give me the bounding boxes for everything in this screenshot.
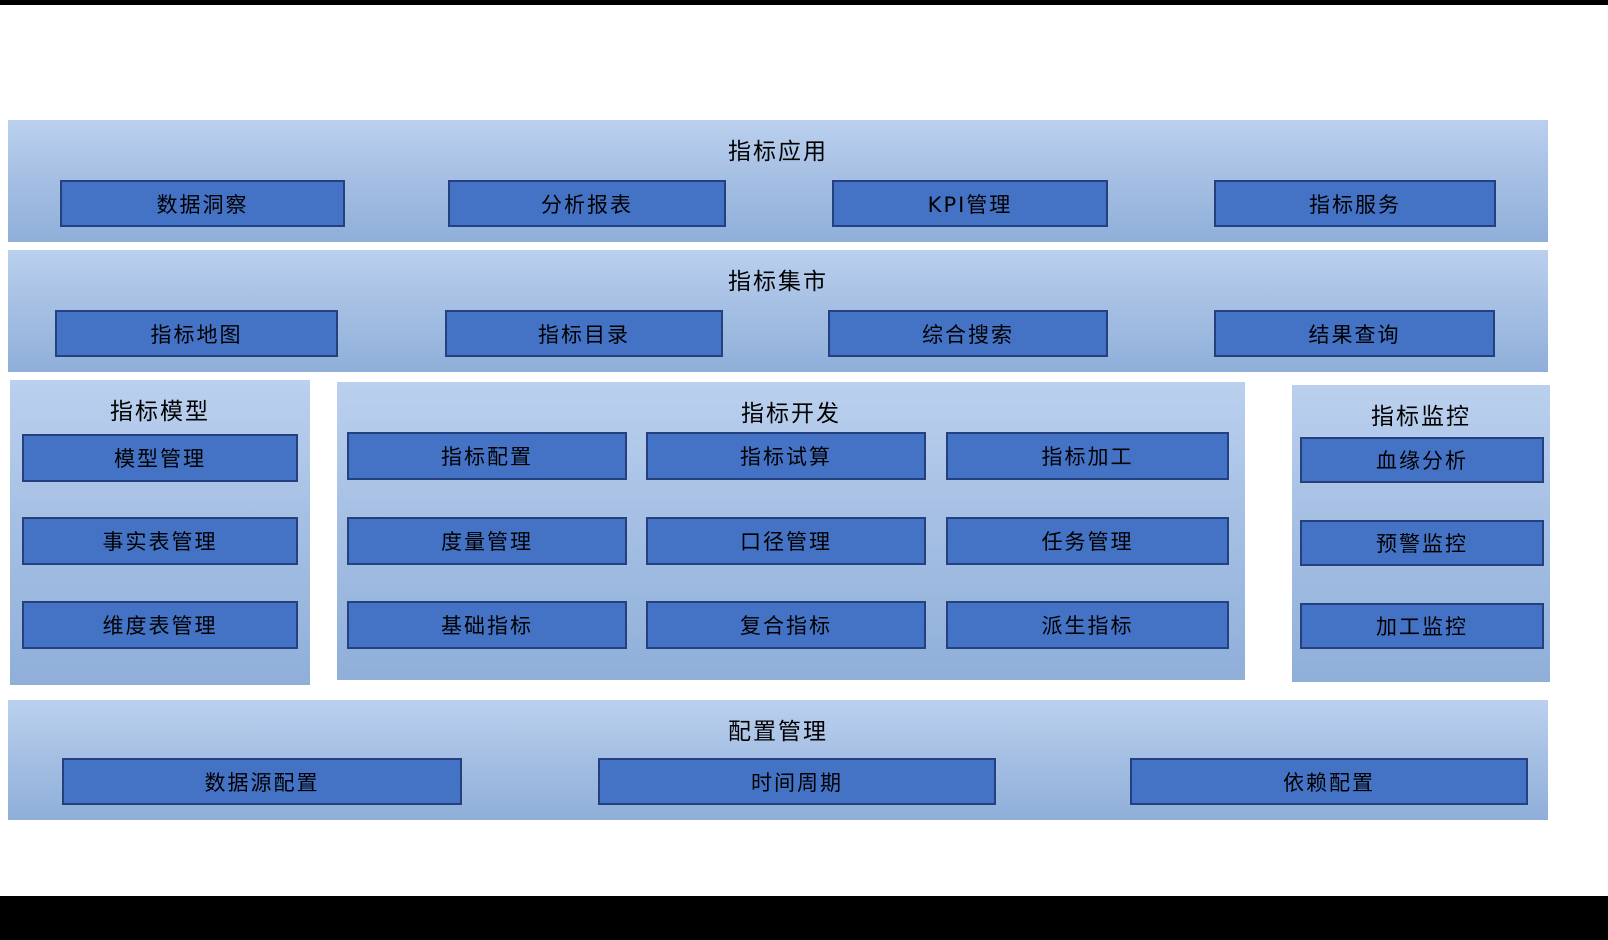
item-derived-indicator: 派生指标 xyxy=(946,601,1229,649)
section-indicator-model: 指标模型 模型管理 事实表管理 维度表管理 xyxy=(10,380,310,685)
item-alert-monitoring: 预警监控 xyxy=(1300,520,1544,566)
section-indicator-development: 指标开发 指标配置 指标试算 指标加工 度量管理 口径管理 任务管理 基础指标 … xyxy=(337,382,1245,680)
item-data-insight: 数据洞察 xyxy=(60,180,345,227)
item-dimension-table-management: 维度表管理 xyxy=(22,601,298,649)
item-indicator-config: 指标配置 xyxy=(347,432,627,480)
bottom-border-bar xyxy=(0,896,1608,940)
item-task-management: 任务管理 xyxy=(946,517,1229,565)
item-indicator-processing: 指标加工 xyxy=(946,432,1229,480)
item-comprehensive-search: 综合搜索 xyxy=(828,310,1108,357)
item-dependency-config: 依赖配置 xyxy=(1130,758,1528,805)
item-measure-management: 度量管理 xyxy=(347,517,627,565)
section-title-indicator-application: 指标应用 xyxy=(728,139,828,165)
section-title-indicator-model: 指标模型 xyxy=(110,399,210,425)
item-indicator-trial-calc: 指标试算 xyxy=(646,432,926,480)
item-datasource-config: 数据源配置 xyxy=(62,758,462,805)
item-composite-indicator: 复合指标 xyxy=(646,601,926,649)
item-indicator-service: 指标服务 xyxy=(1214,180,1496,227)
item-kpi-management: KPI管理 xyxy=(832,180,1108,227)
section-indicator-monitoring: 指标监控 血缘分析 预警监控 加工监控 xyxy=(1292,385,1550,682)
section-title-indicator-development: 指标开发 xyxy=(741,401,841,427)
item-basic-indicator: 基础指标 xyxy=(347,601,627,649)
item-indicator-catalog: 指标目录 xyxy=(445,310,723,357)
item-analysis-report: 分析报表 xyxy=(448,180,726,227)
section-title-configuration-management: 配置管理 xyxy=(728,719,828,745)
item-indicator-map: 指标地图 xyxy=(55,310,338,357)
section-indicator-market: 指标集市 指标地图 指标目录 综合搜索 结果查询 xyxy=(8,250,1548,372)
section-title-indicator-market: 指标集市 xyxy=(728,269,828,295)
item-caliber-management: 口径管理 xyxy=(646,517,926,565)
top-border-bar xyxy=(0,0,1608,5)
item-model-management: 模型管理 xyxy=(22,434,298,482)
item-result-query: 结果查询 xyxy=(1214,310,1495,357)
section-configuration-management: 配置管理 数据源配置 时间周期 依赖配置 xyxy=(8,700,1548,820)
section-title-indicator-monitoring: 指标监控 xyxy=(1371,404,1471,430)
section-indicator-application: 指标应用 数据洞察 分析报表 KPI管理 指标服务 xyxy=(8,120,1548,242)
item-fact-table-management: 事实表管理 xyxy=(22,517,298,565)
item-lineage-analysis: 血缘分析 xyxy=(1300,437,1544,483)
item-time-period: 时间周期 xyxy=(598,758,996,805)
item-processing-monitoring: 加工监控 xyxy=(1300,603,1544,649)
